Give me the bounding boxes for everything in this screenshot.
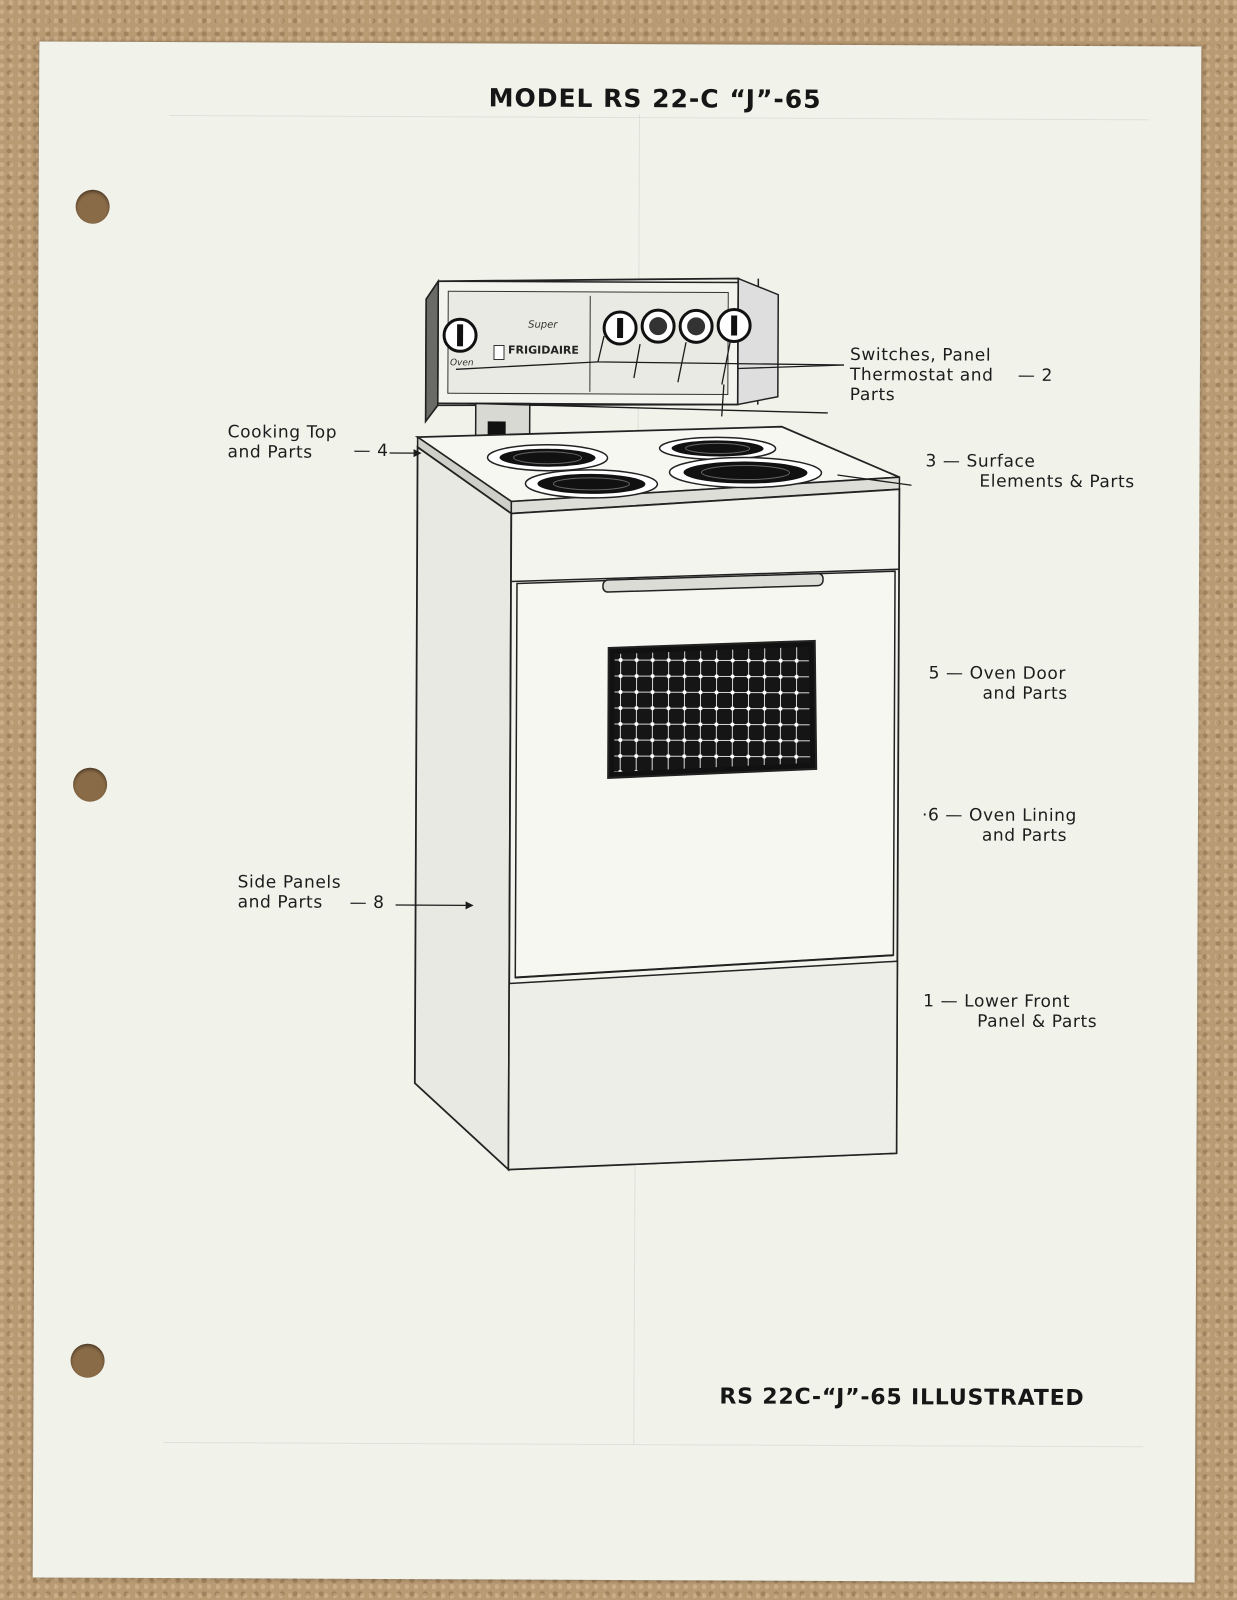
side-panel	[413, 445, 513, 1172]
callout-leaders	[389, 335, 912, 906]
surface-element	[668, 456, 823, 489]
callout-lower-front: 1 — Lower Front Panel & Parts	[923, 991, 1098, 1033]
surface-dial	[678, 308, 714, 344]
surface-dial	[602, 310, 638, 346]
callout-cooking-top-number: — 4	[353, 440, 389, 461]
surface-dial	[716, 308, 752, 344]
surface-element	[658, 436, 777, 461]
range-front	[507, 488, 901, 1171]
oven-dial-label: Oven	[450, 358, 474, 368]
callout-oven-door: 5 — Oven Door and Parts	[928, 663, 1068, 704]
document-sheet: MODEL RS 22-C “J”-65 Oven Super FRIGIDA	[32, 41, 1202, 1583]
callout-side-panels-number: — 8	[349, 892, 385, 913]
control-panel-backsplash: Oven Super FRIGIDAIRE	[424, 277, 780, 443]
callout-oven-lining: ·6 — Oven Lining and Parts	[921, 805, 1077, 846]
cooking-top	[414, 425, 901, 515]
surface-dial	[640, 308, 676, 344]
surface-element	[486, 443, 609, 472]
oven-door-handle	[602, 572, 824, 593]
lower-front-panel	[507, 960, 899, 1171]
callout-arrowheads	[413, 449, 474, 910]
range-illustration: Oven Super FRIGIDAIRE	[389, 277, 912, 1172]
illustration-caption: RS 22C-“J”-65 ILLUSTRATED	[719, 1384, 1085, 1412]
surface-element	[524, 469, 659, 499]
callout-surface-elements: 3 — Surface Elements & Parts	[925, 451, 1135, 493]
callout-side-panels: Side Panels and Parts	[237, 872, 342, 913]
model-script: Super	[528, 320, 558, 331]
callout-switches-number: — 2	[1017, 365, 1053, 386]
brand-name: FRIGIDAIRE	[508, 344, 579, 357]
callout-cooking-top: Cooking Top and Parts	[227, 422, 338, 463]
callout-switches-panel: Switches, Panel Thermostat and Parts	[849, 345, 994, 406]
